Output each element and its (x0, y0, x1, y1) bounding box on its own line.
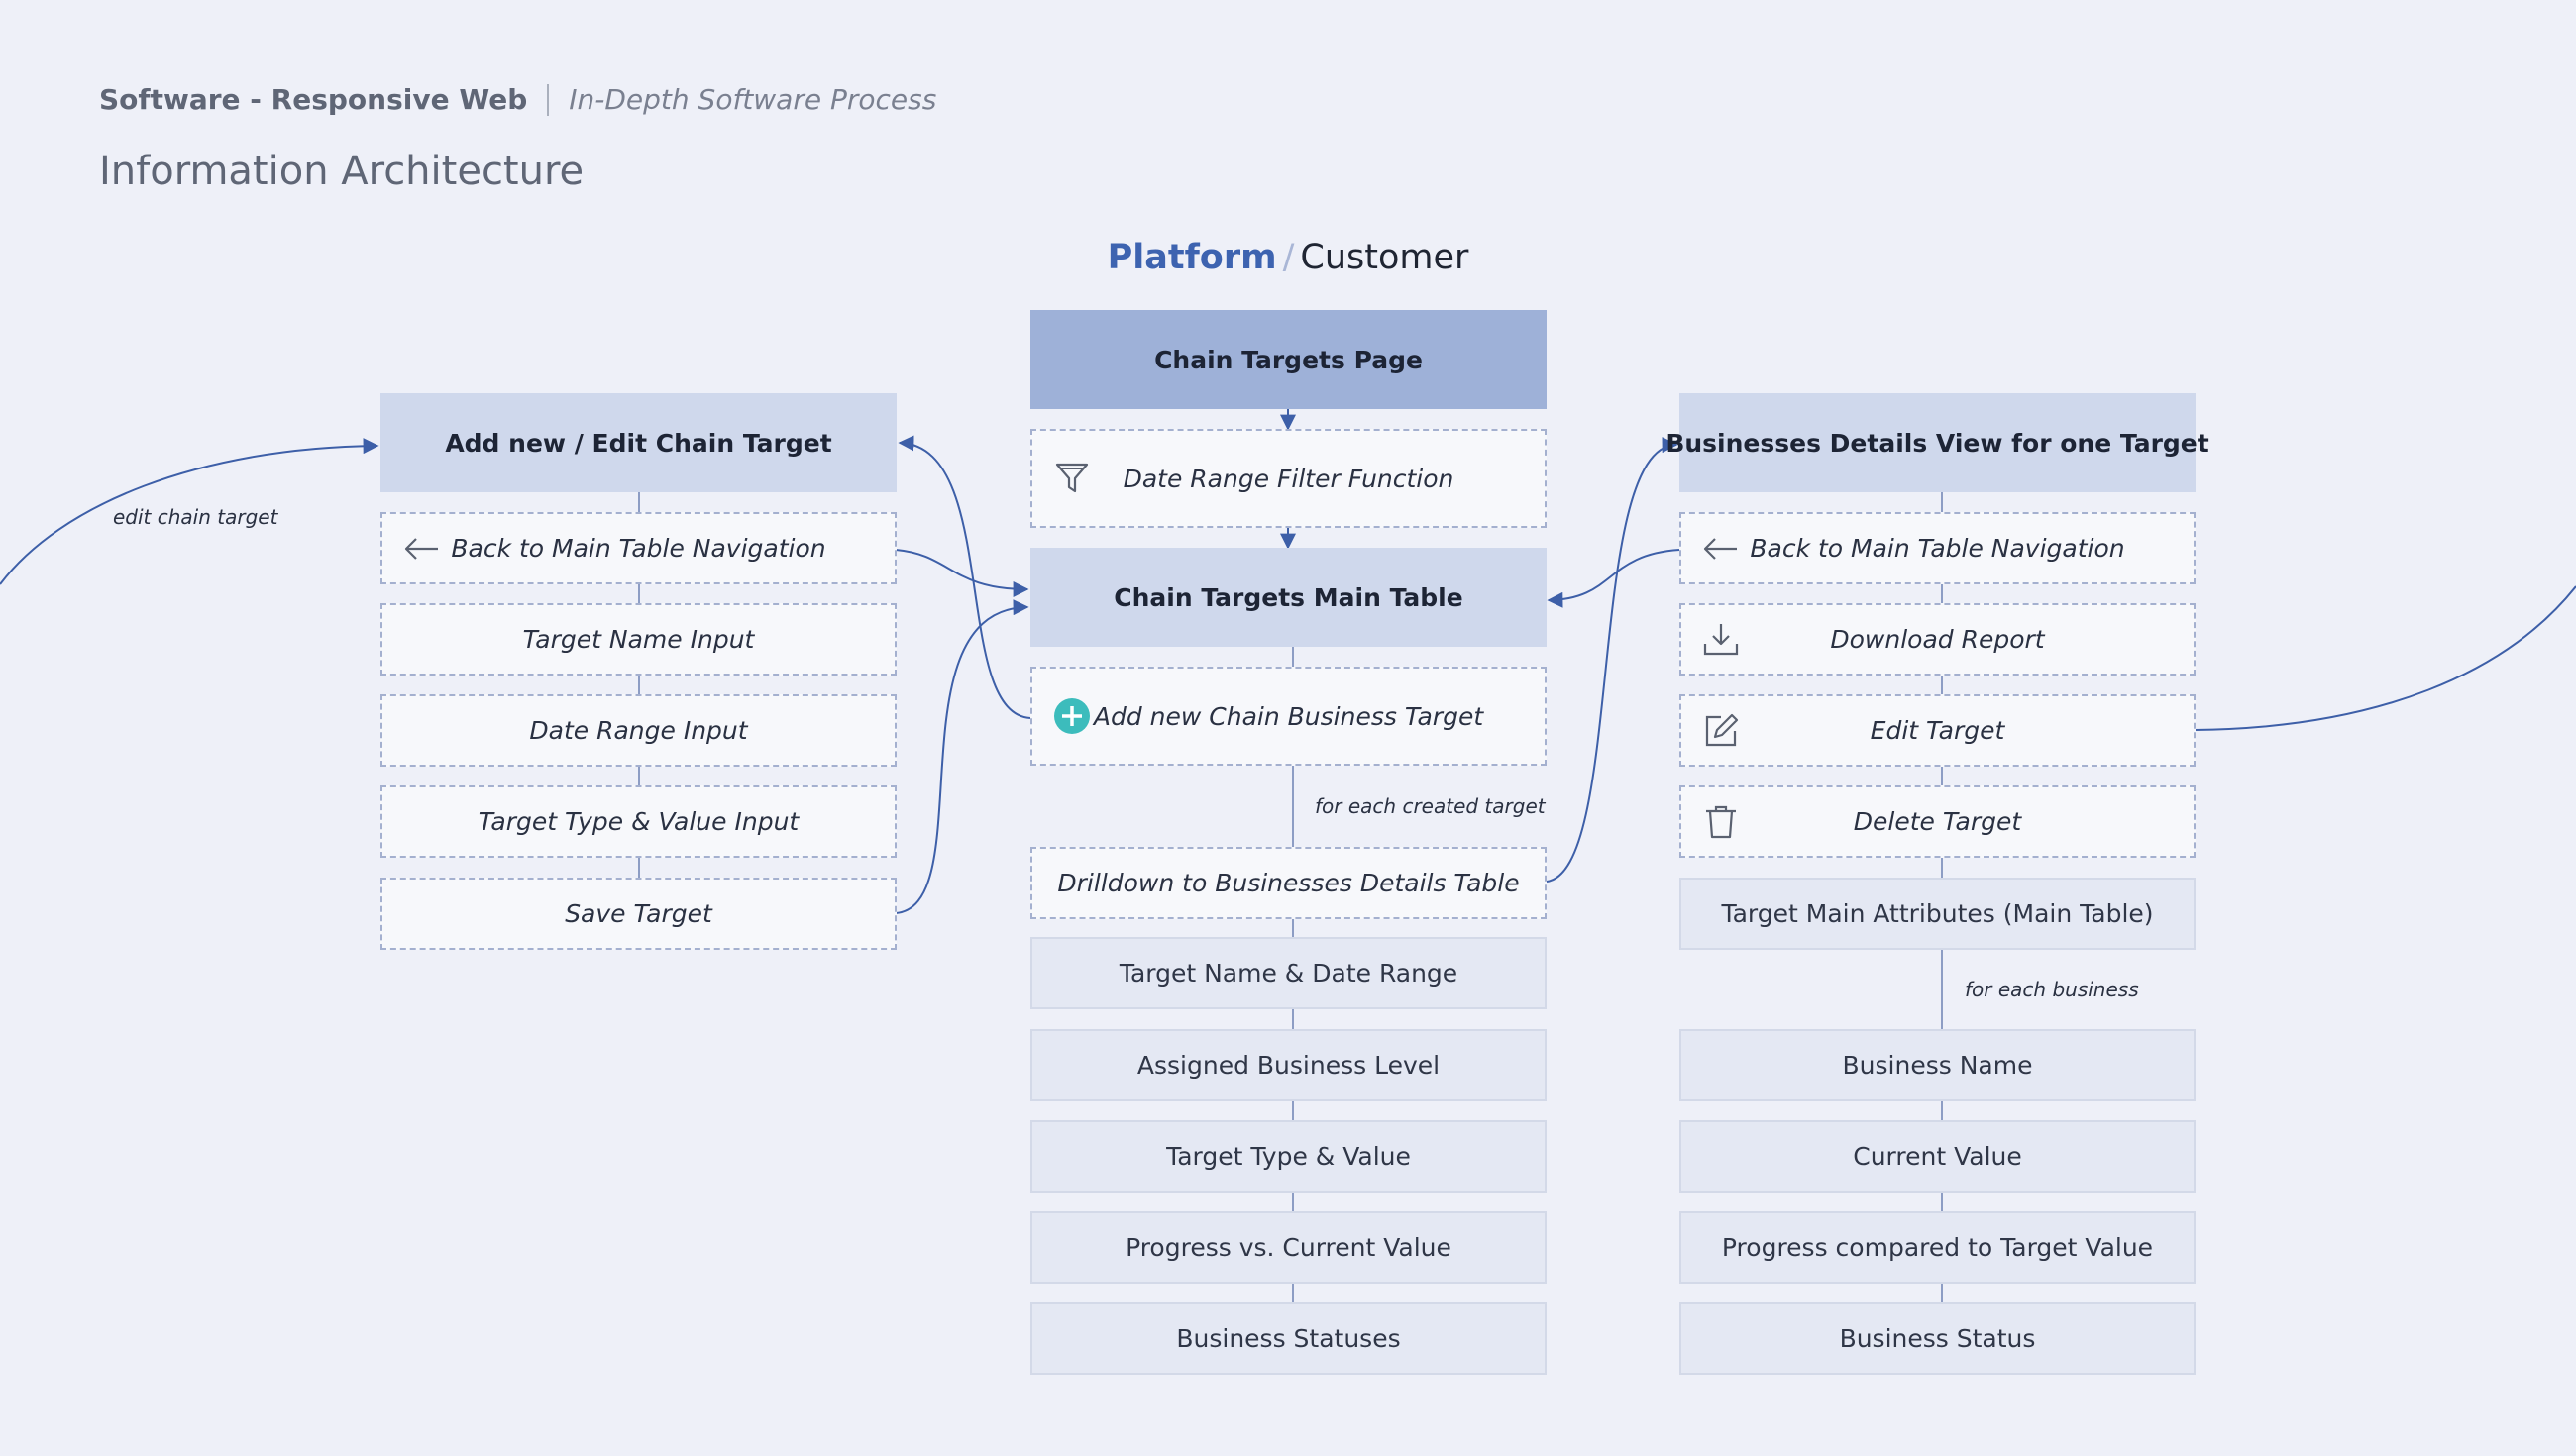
drilldown-box[interactable]: Drilldown to Businesses Details Table (1030, 847, 1547, 919)
attribute-label: Business Status (1839, 1324, 2036, 1353)
right-attribute-2: Current Value (1679, 1120, 2196, 1193)
platform-primary: Platform (1107, 238, 1277, 277)
download-report-button[interactable]: Download Report (1679, 603, 2196, 676)
attribute-label: Target Name & Date Range (1119, 959, 1458, 988)
attribute-label: Current Value (1853, 1142, 2022, 1171)
target-type-value-input-label: Target Type & Value Input (478, 807, 800, 836)
add-circle-icon (1052, 696, 1092, 736)
date-range-filter-box[interactable]: Date Range Filter Function (1030, 429, 1547, 528)
right-back-navigation[interactable]: Back to Main Table Navigation (1679, 512, 2196, 584)
attribute-label: Target Type & Value (1166, 1142, 1411, 1171)
platform-separator: / (1282, 238, 1295, 277)
right-attribute-1: Business Name (1679, 1029, 2196, 1101)
platform-secondary: Customer (1300, 238, 1469, 277)
chain-targets-page-box: Chain Targets Page (1030, 310, 1547, 409)
target-main-attributes-box: Target Main Attributes (Main Table) (1679, 878, 2196, 950)
right-back-label: Back to Main Table Navigation (1750, 534, 2125, 563)
target-type-value-input[interactable]: Target Type & Value Input (380, 785, 897, 858)
trash-icon (1701, 802, 1741, 842)
save-target-button[interactable]: Save Target (380, 878, 897, 950)
header-subtitle: In-Depth Software Process (569, 83, 937, 116)
arrow-left-icon (402, 529, 442, 569)
each-target-note: for each created target (1315, 794, 1546, 818)
download-report-label: Download Report (1830, 625, 2045, 654)
attribute-label: Progress compared to Target Value (1721, 1233, 2154, 1262)
left-back-navigation[interactable]: Back to Main Table Navigation (380, 512, 897, 584)
add-chain-target-label: Add new Chain Business Target (1093, 701, 1484, 731)
save-target-label: Save Target (565, 899, 712, 928)
add-edit-chain-target-box: Add new / Edit Chain Target (380, 393, 897, 492)
header-divider (547, 83, 550, 116)
edit-target-label: Edit Target (1870, 716, 2005, 745)
chain-targets-main-table-label: Chain Targets Main Table (1114, 582, 1463, 612)
businesses-details-view-label: Businesses Details View for one Target (1665, 428, 2209, 458)
delete-target-button[interactable]: Delete Target (1679, 785, 2196, 858)
center-attribute-3: Target Type & Value (1030, 1120, 1547, 1193)
flow-arrows (0, 409, 2576, 914)
page-title: Information Architecture (99, 149, 585, 194)
add-chain-target-box[interactable]: Add new Chain Business Target (1030, 667, 1547, 766)
date-range-input[interactable]: Date Range Input (380, 694, 897, 767)
edit-target-button[interactable]: Edit Target (1679, 694, 2196, 767)
target-name-input[interactable]: Target Name Input (380, 603, 897, 676)
attribute-label: Business Name (1842, 1051, 2033, 1080)
center-attribute-5: Business Statuses (1030, 1302, 1547, 1375)
header-top: Software - Responsive Web In-Depth Softw… (99, 83, 936, 116)
arrow-left-icon (1701, 529, 1741, 569)
edit-chain-target-note: edit chain target (113, 505, 278, 529)
drilldown-label: Drilldown to Businesses Details Table (1057, 869, 1520, 897)
target-main-attributes-label: Target Main Attributes (Main Table) (1721, 899, 2154, 928)
date-range-filter-label: Date Range Filter Function (1123, 464, 1454, 493)
chain-targets-page-label: Chain Targets Page (1154, 345, 1423, 374)
delete-target-label: Delete Target (1853, 807, 2022, 836)
right-attribute-4: Business Status (1679, 1302, 2196, 1375)
stem-connectors (638, 409, 1943, 1302)
right-attribute-3: Progress compared to Target Value (1679, 1211, 2196, 1284)
center-attribute-1: Target Name & Date Range (1030, 937, 1547, 1009)
add-edit-chain-target-label: Add new / Edit Chain Target (445, 428, 832, 458)
attribute-label: Progress vs. Current Value (1126, 1233, 1451, 1262)
each-business-note: for each business (1965, 978, 2139, 1001)
platform-label: Platform/Customer (1035, 238, 1541, 277)
attribute-label: Assigned Business Level (1136, 1051, 1441, 1080)
edit-icon (1701, 711, 1741, 751)
chain-targets-main-table-box: Chain Targets Main Table (1030, 548, 1547, 647)
product-name: Software - Responsive Web (99, 83, 528, 116)
download-icon (1701, 620, 1741, 660)
attribute-label: Business Statuses (1176, 1324, 1401, 1353)
left-back-label: Back to Main Table Navigation (451, 534, 826, 563)
businesses-details-view-box: Businesses Details View for one Target (1665, 393, 2209, 492)
center-attribute-4: Progress vs. Current Value (1030, 1211, 1547, 1284)
date-range-input-label: Date Range Input (529, 716, 748, 745)
target-name-input-label: Target Name Input (522, 625, 755, 654)
center-attribute-2: Assigned Business Level (1030, 1029, 1547, 1101)
filter-icon (1052, 459, 1092, 498)
